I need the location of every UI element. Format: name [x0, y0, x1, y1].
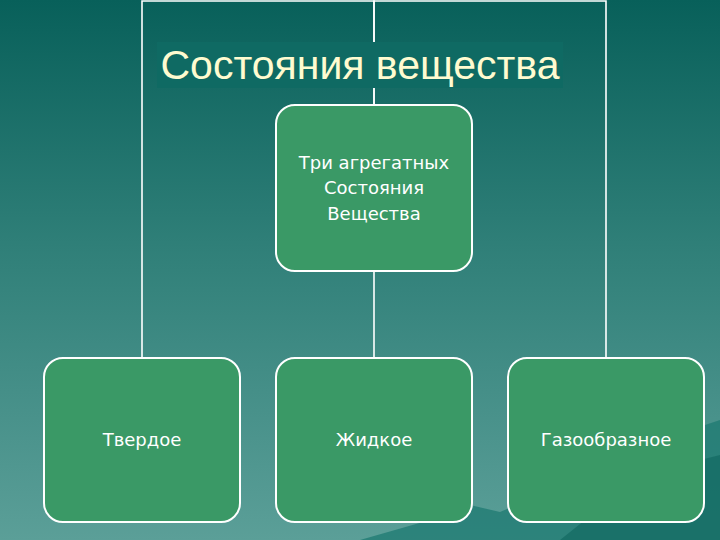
state-box: Жидкое: [275, 357, 473, 523]
state-box: Газообразное: [507, 357, 705, 523]
root-box: Три агрегатных Состояния Вещества: [275, 104, 473, 272]
box-label: Жидкое: [336, 427, 413, 452]
connector-line: [373, 272, 375, 357]
box-text-wrap: Три агрегатных Состояния Вещества: [287, 150, 461, 226]
slide-title: Состояния вещества: [157, 42, 564, 88]
box-text-wrap: Жидкое: [336, 427, 413, 452]
box-text-wrap: Твердое: [103, 427, 182, 452]
slide-title-wrap: Состояния вещества: [0, 42, 720, 89]
box-label: Газообразное: [541, 427, 672, 452]
box-label: Три агрегатных Состояния Вещества: [287, 150, 461, 226]
state-box: Твердое: [43, 357, 241, 523]
box-text-wrap: Газообразное: [541, 427, 672, 452]
box-label: Твердое: [103, 427, 182, 452]
